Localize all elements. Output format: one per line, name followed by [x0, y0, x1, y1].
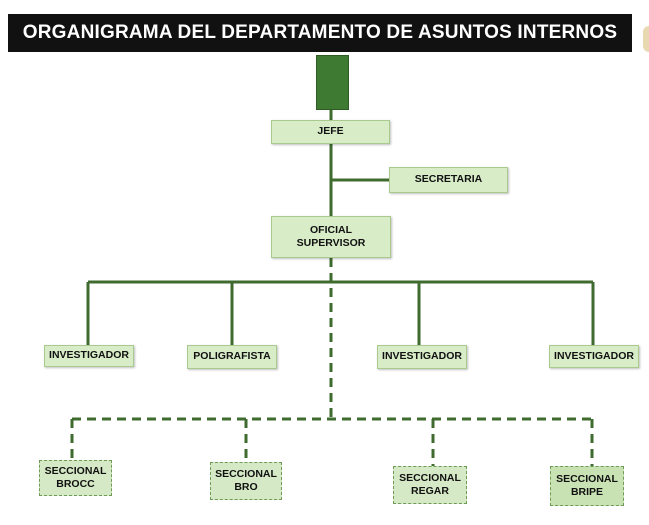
seal-icon [643, 26, 649, 52]
node-seccional-bro: SECCIONAL BRO [210, 462, 282, 500]
node-investigador-2-label: INVESTIGADOR [382, 350, 462, 363]
node-secretaria: SECRETARIA [389, 167, 508, 193]
head-block [316, 55, 349, 110]
node-seccional-regar-label: SECCIONAL REGAR [399, 471, 461, 497]
node-investigador-3: INVESTIGADOR [549, 345, 639, 368]
node-investigador-1-label: INVESTIGADOR [49, 349, 129, 362]
node-oficial-supervisor: OFICIAL SUPERVISOR [271, 216, 391, 258]
node-seccional-bro-label: SECCIONAL BRO [215, 467, 277, 493]
node-jefe-label: JEFE [317, 125, 344, 138]
node-investigador-1: INVESTIGADOR [44, 345, 134, 367]
node-oficial-supervisor-label: OFICIAL SUPERVISOR [296, 223, 366, 249]
node-seccional-regar: SECCIONAL REGAR [393, 466, 467, 504]
page-title: ORGANIGRAMA DEL DEPARTAMENTO DE ASUNTOS … [8, 14, 632, 52]
node-investigador-2: INVESTIGADOR [377, 345, 467, 369]
node-poligrafista-label: POLIGRAFISTA [193, 350, 271, 363]
node-seccional-brocc-label: SECCIONAL BROCC [44, 464, 107, 490]
node-poligrafista: POLIGRAFISTA [187, 345, 277, 369]
node-secretaria-label: SECRETARIA [414, 173, 483, 186]
node-seccional-bripe-label: SECCIONAL BRIPE [556, 472, 618, 498]
node-jefe: JEFE [271, 120, 390, 144]
node-seccional-brocc: SECCIONAL BROCC [39, 460, 112, 496]
node-investigador-3-label: INVESTIGADOR [554, 349, 634, 362]
node-seccional-bripe: SECCIONAL BRIPE [550, 466, 624, 506]
